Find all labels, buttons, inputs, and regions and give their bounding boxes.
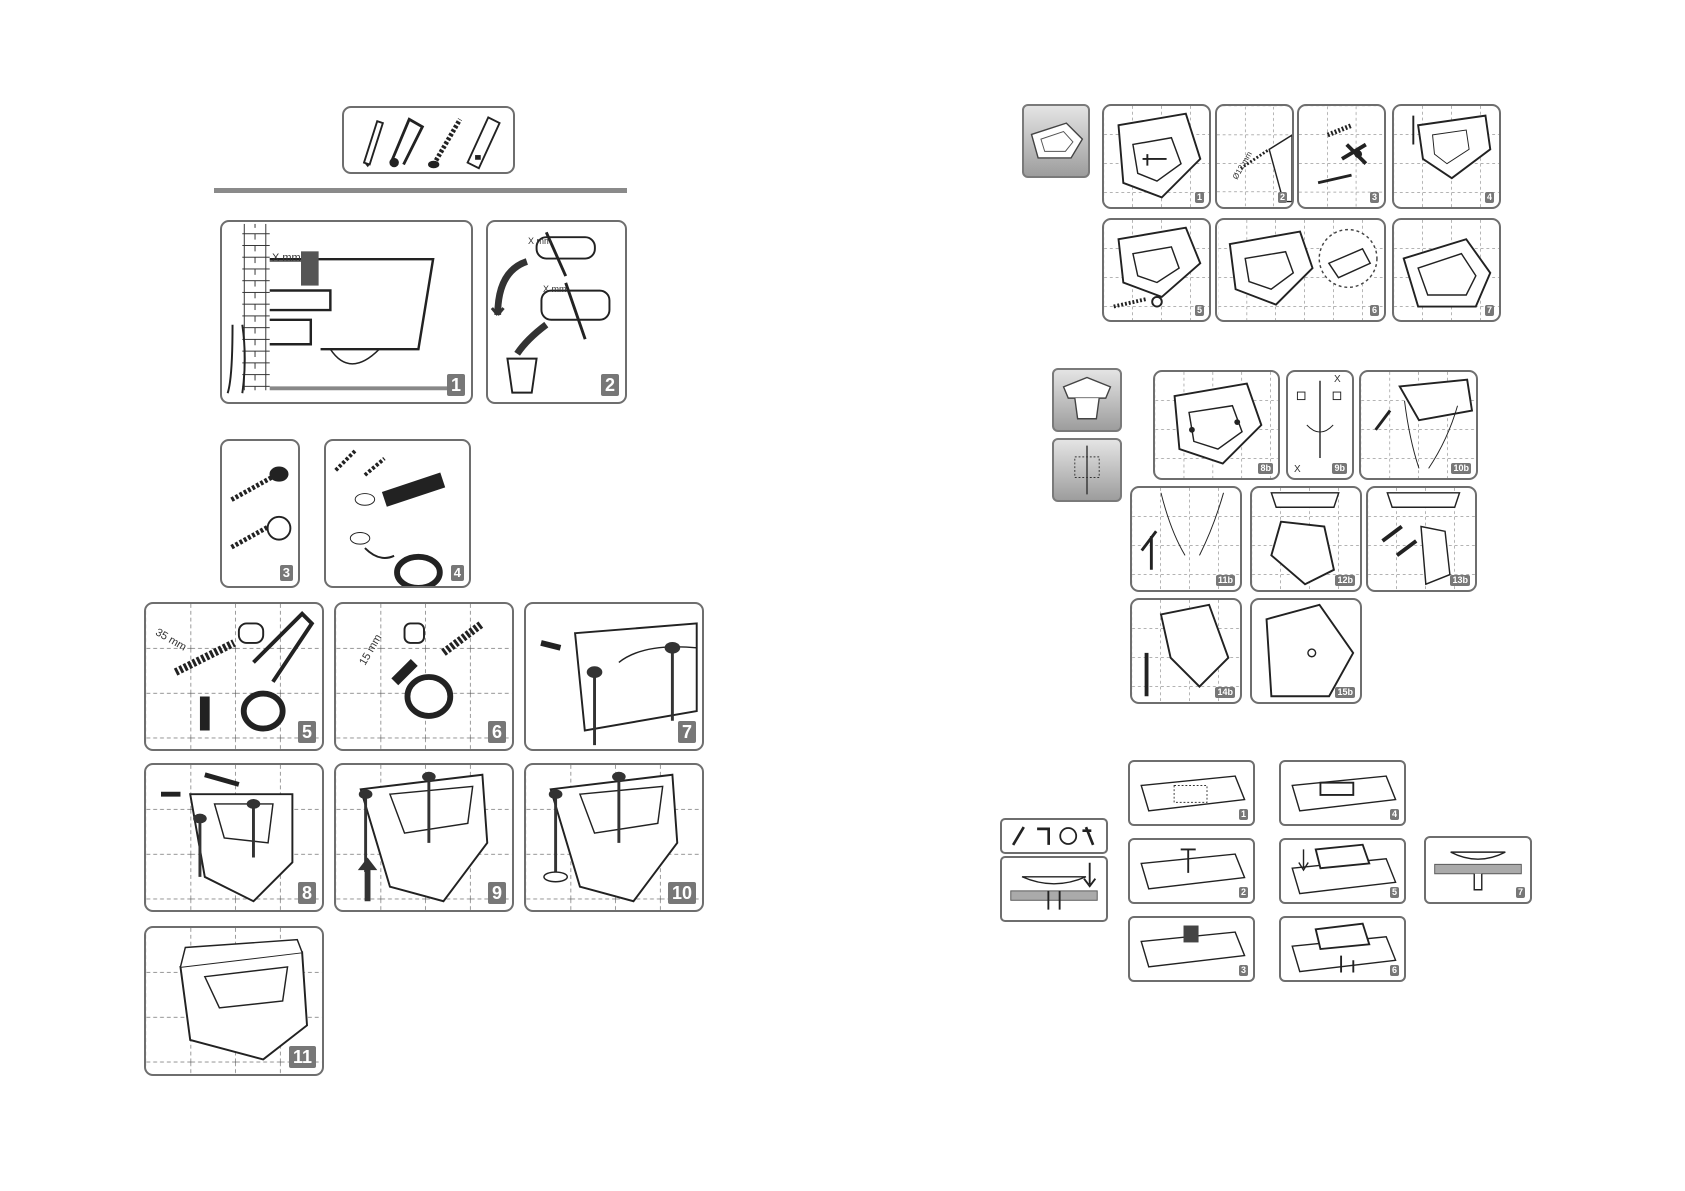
countertop-step-5-panel: 5	[1279, 838, 1406, 904]
countertop-step-2-panel: 2	[1128, 838, 1255, 904]
countertop-step-3-number: 3	[1239, 965, 1248, 976]
washbasin-step-7-number: 7	[1485, 305, 1494, 316]
countertop-step-1-panel: 1	[1128, 760, 1255, 826]
marker-icon	[1013, 827, 1024, 845]
pedestal-step-12b-number: 12b	[1335, 575, 1355, 586]
pedestal-step-9b-dimension-bottom: X	[1294, 464, 1301, 475]
step-8-panel: 8	[144, 763, 324, 912]
washbasin-step-4-panel: 4	[1392, 104, 1501, 209]
washbasin-step-1-panel: 1	[1102, 104, 1211, 209]
pedestal-step-15b-panel: 15b	[1250, 598, 1362, 704]
step-4-number: 4	[451, 565, 464, 581]
washbasin-step-1-number: 1	[1195, 192, 1204, 203]
step-5-number: 5	[298, 721, 316, 743]
router-icon	[1060, 828, 1076, 844]
pedestal-step-13b-panel: 13b	[1366, 486, 1477, 592]
hacksaw-icon	[389, 119, 422, 167]
countertop-step-7-panel: 7	[1424, 836, 1532, 904]
pedestal-step-14b-number: 14b	[1215, 687, 1235, 698]
pedestal-step-11b-number: 11b	[1216, 575, 1235, 586]
step-6-panel: 15 mm 6	[334, 602, 514, 751]
wrench-icon	[1082, 827, 1093, 845]
pedestal-step-8b-panel: 8b	[1153, 370, 1280, 480]
pedestal-step-13b-number: 13b	[1450, 575, 1470, 586]
countertop-step-2-number: 2	[1239, 887, 1248, 898]
washbasin-step-3-number: 3	[1370, 192, 1379, 203]
step-9-panel: 9	[334, 763, 514, 912]
pedestal-step-14b-panel: 14b	[1130, 598, 1242, 704]
washbasin-step-6-number: 6	[1370, 305, 1379, 316]
step-3-panel: 3	[220, 439, 300, 588]
step-3-number: 3	[280, 565, 293, 581]
step-2-number: 2	[601, 374, 619, 396]
brick-wall	[242, 224, 269, 390]
section-rule	[214, 188, 627, 193]
tools-box	[342, 106, 515, 174]
pedestal-step-10b-panel: 10b	[1359, 370, 1478, 480]
countertop-step-5-number: 5	[1390, 887, 1399, 898]
washbasin-step-5-number: 5	[1195, 305, 1204, 316]
step-1-dimension: X mm	[272, 252, 301, 264]
step-5-panel: 35 mm 5	[144, 602, 324, 751]
pedestal-step-12b-panel: 12b	[1250, 486, 1362, 592]
countertop-step-7-number: 7	[1516, 887, 1525, 898]
countertop-step-6-number: 6	[1390, 965, 1399, 976]
pedestal-step-9b-number: 9b	[1332, 463, 1347, 474]
step-6-number: 6	[488, 721, 506, 743]
countertop-step-1-number: 1	[1239, 809, 1248, 820]
step-2-dimension-b: X mm	[543, 284, 567, 294]
step-11-number: 11	[289, 1046, 316, 1068]
countertop-reference-box	[1000, 856, 1108, 922]
step-8-number: 8	[298, 882, 316, 904]
pedestal-reference-top	[1052, 368, 1122, 432]
countertop-step-3-panel: 3	[1128, 916, 1255, 982]
step-1-panel: X mm 1	[220, 220, 473, 404]
step-10-panel: 10	[524, 763, 704, 912]
step-4-panel: 4	[324, 439, 471, 588]
drill-icon	[428, 119, 460, 168]
pedestal-step-10b-number: 10b	[1451, 463, 1471, 474]
pencil-icon	[364, 121, 383, 167]
countertop-step-6-panel: 6	[1279, 916, 1406, 982]
countertop-step-4-panel: 4	[1279, 760, 1406, 826]
step-11-panel: 11	[144, 926, 324, 1076]
pedestal-step-9b-dimension-top: X	[1334, 374, 1341, 385]
step-7-panel: 7	[524, 602, 704, 751]
washbasin-step-3-panel: 3	[1297, 104, 1386, 209]
step-9-number: 9	[488, 882, 506, 904]
jigsaw-icon	[1037, 829, 1049, 845]
step-2-panel: X mm X mm 2	[486, 220, 627, 404]
step-1-number: 1	[447, 374, 465, 396]
pedestal-reference-bottom	[1052, 438, 1122, 502]
washbasin-step-2-number: 2	[1278, 192, 1287, 203]
pedestal-step-8b-number: 8b	[1258, 463, 1273, 474]
pedestal-step-15b-number: 15b	[1335, 687, 1355, 698]
washbasin-step-4-number: 4	[1485, 192, 1494, 203]
countertop-step-4-number: 4	[1390, 809, 1399, 820]
step-10-number: 10	[668, 882, 696, 904]
washbasin-step-2-panel: Ø12 mm 2	[1215, 104, 1294, 209]
washbasin-step-6-panel: 6	[1215, 218, 1386, 322]
pedestal-step-9b-panel: X X 9b	[1286, 370, 1354, 480]
washbasin-reference-image	[1022, 104, 1090, 178]
pedestal-step-11b-panel: 11b	[1130, 486, 1242, 592]
step-7-number: 7	[678, 721, 696, 743]
washbasin-step-7-panel: 7	[1392, 218, 1501, 322]
step-2-dimension-a: X mm	[528, 236, 552, 246]
spirit-level-icon	[468, 117, 500, 168]
washbasin-step-5-panel: 5	[1102, 218, 1211, 322]
countertop-tools-box	[1000, 818, 1108, 854]
